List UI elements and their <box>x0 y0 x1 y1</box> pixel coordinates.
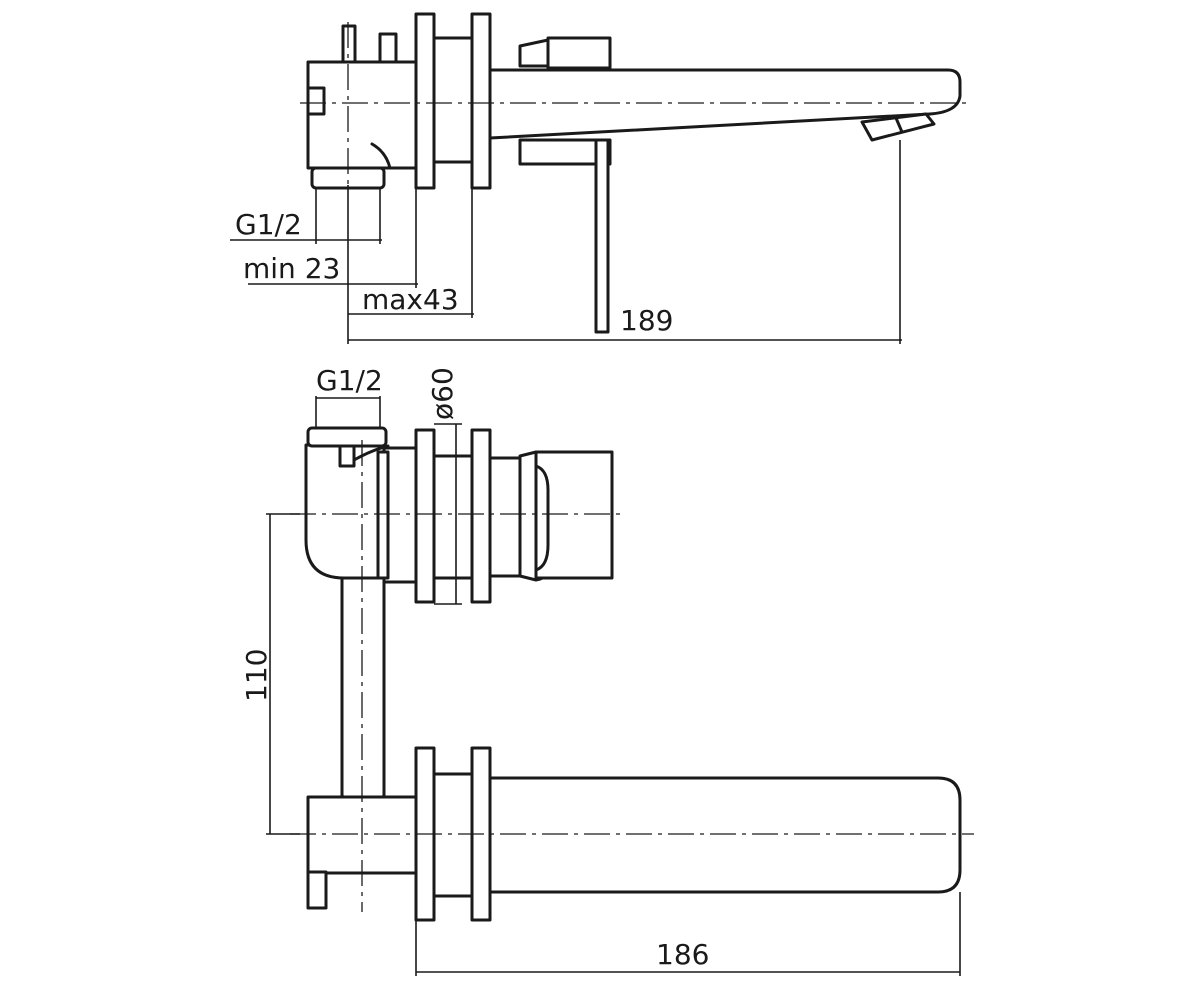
top-dim-thread-label: G1/2 <box>235 208 302 241</box>
side-thread-stub <box>338 444 356 468</box>
top-dim-max-label: max43 <box>362 283 459 316</box>
side-valve-sleeve-cap <box>376 450 390 580</box>
side-vertical-pipe <box>340 576 386 805</box>
top-stem-tab-left <box>341 24 357 64</box>
side-cartridge <box>432 454 478 580</box>
side-inlet-thread <box>306 426 388 448</box>
top-aerator-inner <box>894 116 904 134</box>
side-dim-186-label: 186 <box>656 938 709 971</box>
side-upper-rosette-front <box>414 428 436 604</box>
top-rosette-back <box>470 12 492 190</box>
side-spout-body-tab <box>306 870 328 910</box>
side-dim-110-label: 110 <box>240 649 273 702</box>
side-spout-neck <box>432 772 476 898</box>
side-spout <box>488 776 962 894</box>
top-stem-tab-right <box>378 32 398 64</box>
top-spout <box>488 68 962 140</box>
top-body-notch <box>306 86 326 116</box>
side-thread-elbow <box>352 444 390 462</box>
top-inlet-elbow <box>370 142 392 170</box>
side-dim-60-label: ø60 <box>426 367 459 420</box>
side-dim-thread-label: G1/2 <box>316 364 383 397</box>
top-dim-min-label: min 23 <box>243 252 340 285</box>
top-view: G1/2 min 23 max43 189 <box>230 12 972 344</box>
top-handle <box>518 38 550 68</box>
top-aerator <box>860 112 936 142</box>
side-upper-rosette-back <box>470 428 492 604</box>
top-lever <box>594 138 610 334</box>
top-handle-cap <box>546 36 612 70</box>
side-cartridge-ring <box>488 456 522 578</box>
top-dim-189-label: 189 <box>620 304 673 337</box>
side-handle-notch <box>534 464 550 572</box>
top-rosette-front <box>414 12 436 190</box>
side-view: G1/2 ø60 110 186 <box>240 364 974 976</box>
